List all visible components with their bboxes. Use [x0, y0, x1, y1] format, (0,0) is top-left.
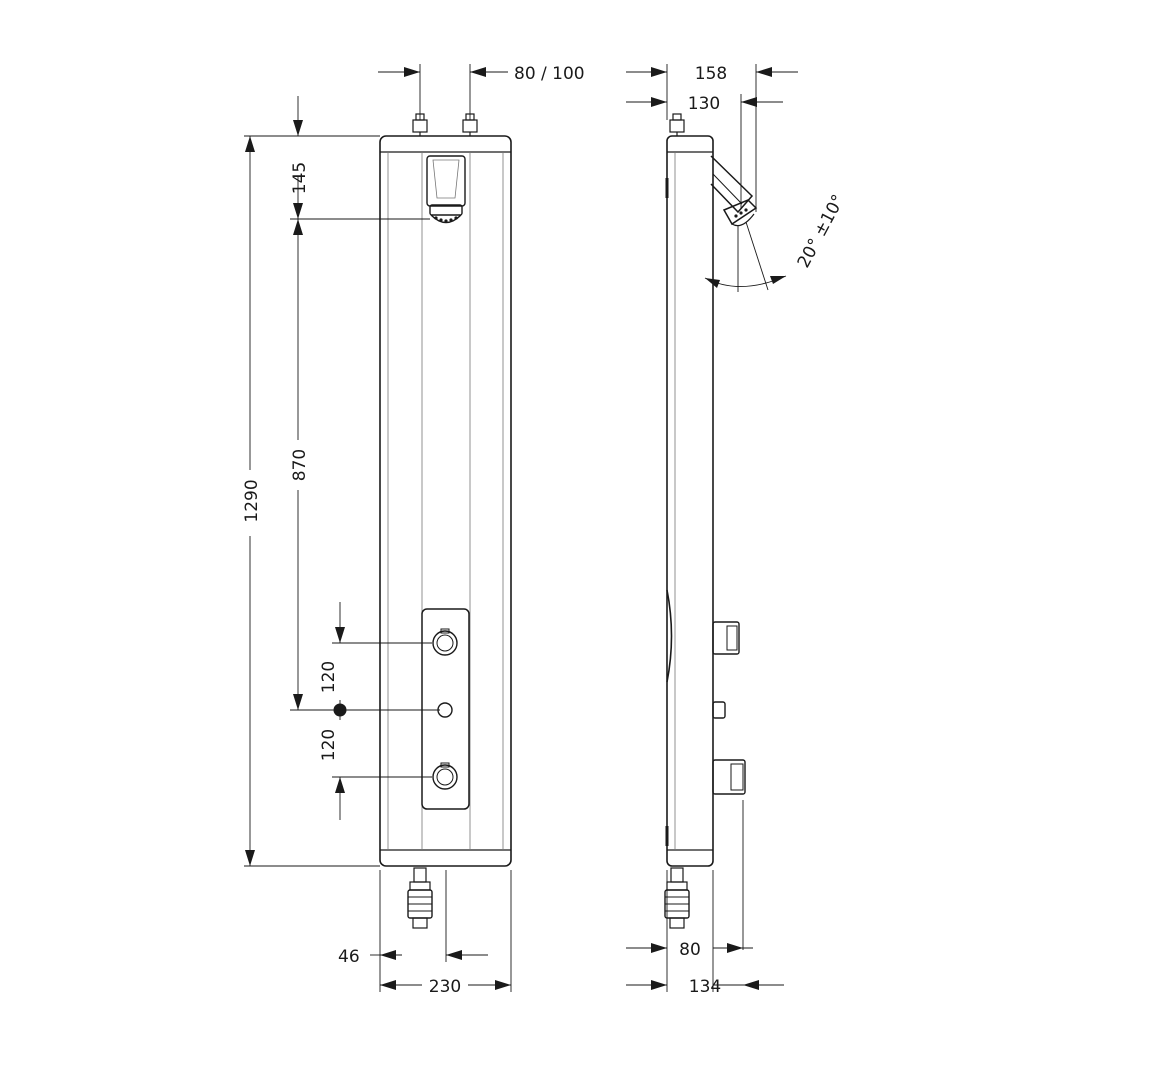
- label-width: 230: [429, 977, 461, 997]
- control-plate: [421, 608, 470, 810]
- label-lower-valve: 120: [319, 729, 339, 761]
- side-valve-upper: [712, 621, 740, 655]
- dim-head-to-center: 870: [290, 219, 310, 710]
- label-head-to-center: 870: [290, 449, 310, 481]
- inlet-connector-side: [669, 113, 685, 136]
- shower-head-side: [710, 155, 758, 227]
- dim-tilt-angle: 20° ±10°: [704, 191, 849, 292]
- shower-head-front: [426, 155, 466, 224]
- side-button: [712, 701, 726, 719]
- label-head-depth: 130: [688, 94, 720, 114]
- label-upper-valve: 120: [319, 661, 339, 693]
- label-head-projection: 158: [695, 64, 727, 84]
- lower-valve-knob-icon: [432, 764, 458, 790]
- label-outlet-offset: 46: [338, 947, 360, 967]
- upper-valve-knob-icon: [432, 630, 458, 656]
- dim-depth: 134: [626, 977, 784, 997]
- side-valve-lower: [712, 759, 746, 795]
- label-overall-height: 1290: [242, 479, 262, 522]
- front-panel-outline: [379, 135, 512, 867]
- side-curve-detail: [666, 589, 673, 683]
- dim-width: 230: [380, 977, 511, 997]
- push-button-icon: [437, 702, 453, 718]
- dim-head-projection: 158: [626, 64, 798, 84]
- side-panel-outline: [666, 135, 714, 867]
- dim-outlet-offset: 46: [338, 947, 488, 967]
- dim-lower-valve: 120: [319, 710, 345, 820]
- side-view: 158 130 20° ±10° 80: [626, 64, 849, 997]
- label-tilt-angle: 20° ±10°: [794, 191, 849, 271]
- label-head-to-top: 145: [290, 162, 310, 194]
- dim-outlet-spacing: 80 / 100: [378, 64, 585, 120]
- dim-overall-height: 1290: [242, 136, 262, 866]
- dim-bottom-offset: 80: [626, 940, 753, 960]
- bottom-outlet-side: [664, 867, 690, 929]
- label-bottom-offset: 80: [679, 940, 701, 960]
- dim-head-to-top: 145: [290, 96, 310, 219]
- dim-head-depth: 130: [626, 94, 783, 114]
- bottom-outlet-front: [407, 867, 433, 929]
- label-outlet-spacing: 80 / 100: [514, 64, 585, 84]
- dim-upper-valve: 120: [319, 602, 345, 710]
- label-depth: 134: [689, 977, 721, 997]
- front-view: 80 / 100 145 1290: [242, 64, 585, 997]
